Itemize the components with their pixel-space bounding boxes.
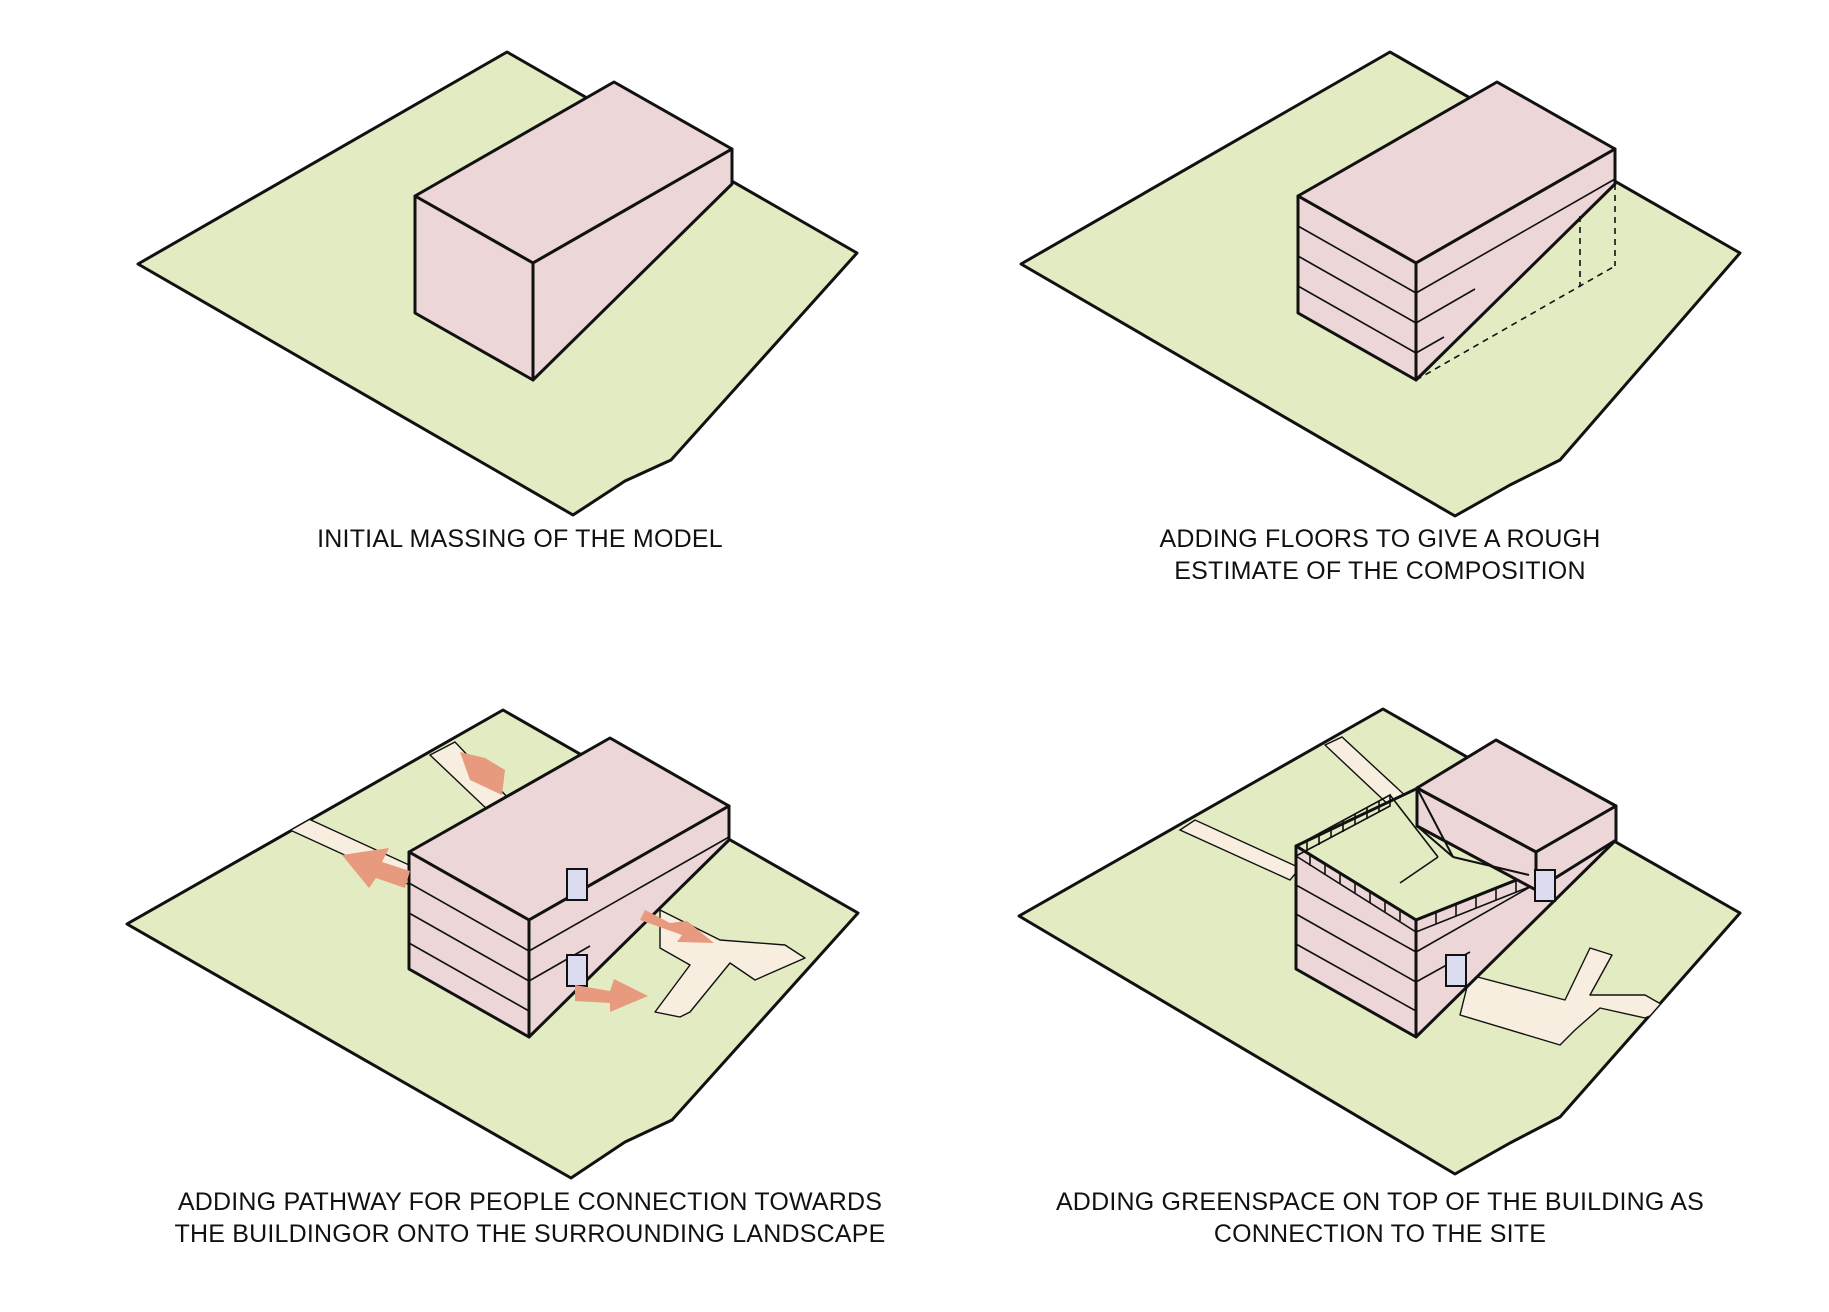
entrance-door	[1534, 869, 1556, 902]
caption-line: ADDING FLOORS TO GIVE A ROUGH	[1159, 525, 1601, 553]
caption-line: CONNECTION TO THE SITE	[1213, 1220, 1547, 1248]
panel-adding-floors	[1019, 50, 1742, 518]
slope-edge	[1452, 856, 1530, 876]
caption-initial-massing: INITIAL MASSING OF THE MODEL	[170, 523, 870, 555]
circulation-arrows	[342, 752, 714, 1012]
caption-adding-floors: ADDING FLOORS TO GIVE A ROUGH ESTIMATE O…	[1030, 523, 1730, 587]
panel-adding-greenspace	[1017, 707, 1742, 1176]
arrow-north	[460, 752, 505, 795]
caption-line: ADDING PATHWAY FOR PEOPLE CONNECTION TOW…	[177, 1188, 883, 1216]
panel-adding-pathway	[125, 708, 860, 1180]
entrance-door	[1445, 954, 1467, 987]
caption-line: ESTIMATE OF THE COMPOSITION	[1174, 557, 1586, 585]
arrow-west	[342, 848, 410, 888]
roof-garden-path	[1389, 794, 1439, 884]
building-mass	[413, 80, 734, 382]
slope-edge	[1416, 825, 1454, 858]
slope-edge	[1416, 787, 1454, 858]
arrow-south	[575, 979, 648, 1012]
caption-adding-greenspace: ADDING GREENSPACE ON TOP OF THE BUILDING…	[1000, 1186, 1760, 1250]
arrow-east	[640, 910, 714, 943]
building-side-face	[531, 147, 734, 382]
caption-line: INITIAL MASSING OF THE MODEL	[317, 525, 723, 553]
dashed-massing-outline	[1415, 184, 1616, 381]
caption-line: ADDING GREENSPACE ON TOP OF THE BUILDING…	[1055, 1188, 1705, 1216]
entrance-door	[566, 868, 588, 901]
caption-line: THE BUILDINGOR ONTO THE SURROUNDING LAND…	[174, 1220, 886, 1248]
floor-lines	[408, 836, 730, 1012]
floor-lines	[1297, 178, 1616, 354]
caption-adding-pathway: ADDING PATHWAY FOR PEOPLE CONNECTION TOW…	[150, 1186, 910, 1250]
entrance-door	[566, 954, 588, 987]
panel-initial-massing	[136, 50, 859, 517]
